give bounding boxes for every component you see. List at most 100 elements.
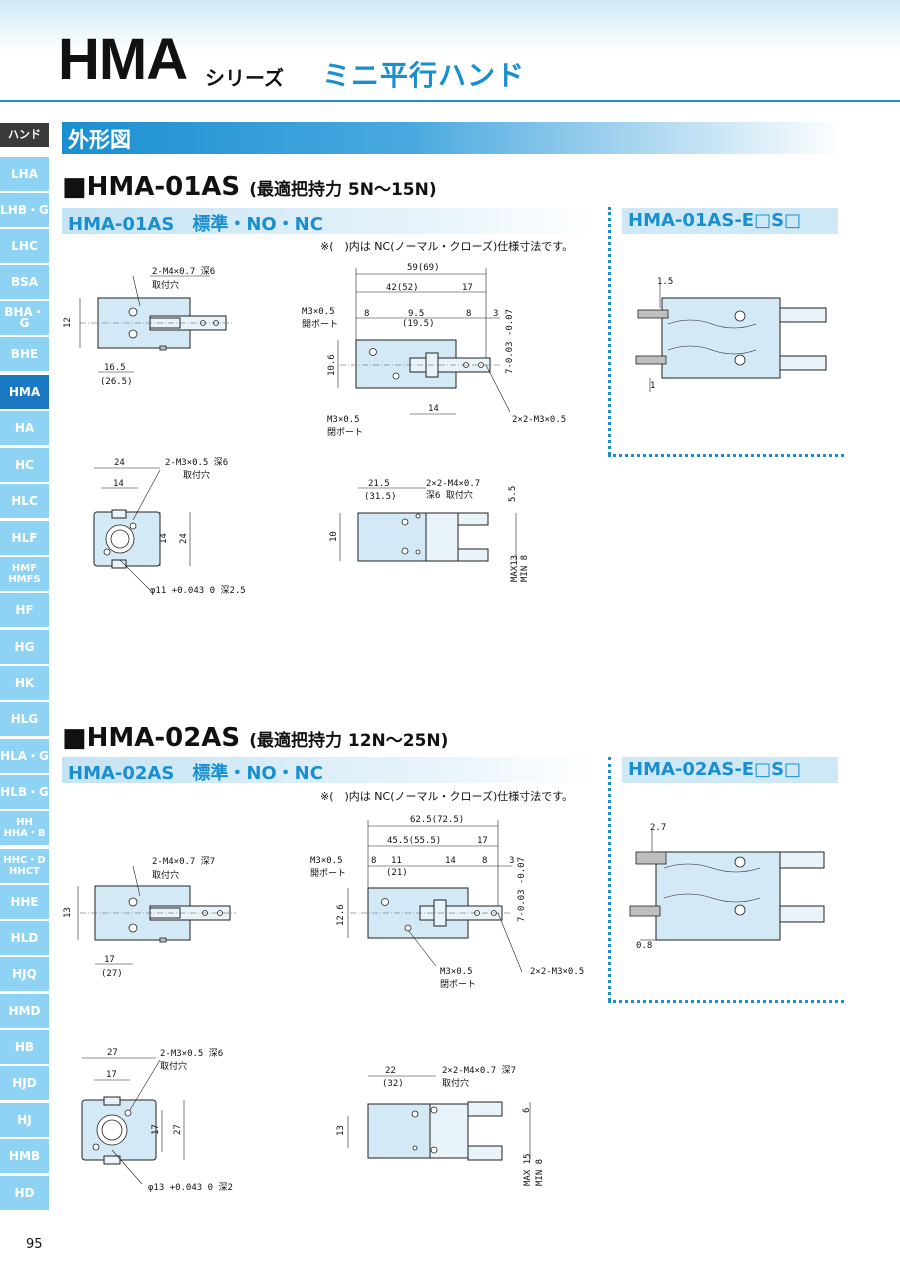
- end-24v-02: 27: [173, 1124, 183, 1135]
- side-95-01: 9.5: [408, 309, 424, 319]
- sidebar-item-6[interactable]: HMA: [0, 375, 49, 409]
- end-24-02: 27: [107, 1048, 118, 1058]
- std-subbar-02: HMA-02AS 標準・NO・NC: [62, 757, 596, 784]
- side-42-02: 45.5(55.5): [387, 836, 441, 846]
- bot-tap-02: 2×2-M4×0.7 深7: [442, 1065, 516, 1076]
- bot-tap2-01: 深6 取付穴: [426, 489, 473, 501]
- bot-max-01: MAX13: [510, 555, 520, 582]
- sidebar-item-22[interactable]: HJQ: [0, 957, 49, 991]
- bot-min-01: MIN 8: [520, 555, 530, 582]
- top-label2-02: 取付穴: [152, 869, 179, 881]
- port-open-02: M3×0.5: [310, 856, 343, 866]
- end-tap2-01: 取付穴: [183, 469, 210, 481]
- port-close2-01: 閉ポート: [327, 427, 363, 438]
- sidebar-item-2[interactable]: LHC: [0, 229, 49, 263]
- port-close2-02: 閉ポート: [440, 979, 476, 990]
- sidebar-item-12[interactable]: HF: [0, 593, 49, 627]
- side-195-01: (19.5): [402, 319, 435, 329]
- side-8a-02: 8: [371, 856, 376, 866]
- side-total-02: 62.5(72.5): [410, 815, 464, 825]
- sidebar-item-23[interactable]: HMD: [0, 994, 49, 1028]
- end-bore-01: φ11 +0.043 0 深2.5: [150, 585, 246, 596]
- sidebar-item-11[interactable]: HMF HMFS: [0, 557, 49, 591]
- sidebar-item-5[interactable]: BHE: [0, 337, 49, 371]
- sidebar-item-15[interactable]: HLG: [0, 702, 49, 736]
- dotted-divider-h-01: [608, 454, 844, 457]
- end-14-01: 14: [113, 479, 124, 489]
- side-tol-02: 7-0.03 -0.07: [517, 857, 527, 922]
- top-label-02: 2-M4×0.7 深7: [152, 856, 215, 867]
- nc-note-02: ※( )内は NC(ノーマル・クローズ)仕様寸法です。: [320, 790, 574, 803]
- sidebar-category: ハンド: [0, 123, 49, 147]
- end-bore-02: φ13 +0.043 0 深2: [148, 1182, 233, 1193]
- bot-215-01: 21.5: [368, 479, 390, 489]
- sidebar-item-0[interactable]: LHA: [0, 157, 49, 191]
- sidebar-item-7[interactable]: HA: [0, 411, 49, 445]
- sidebar-item-17[interactable]: HLB・G: [0, 775, 49, 809]
- side-view-01: [337, 268, 511, 415]
- side-3-01: 3: [493, 309, 498, 319]
- sidebar-item-21[interactable]: HLD: [0, 921, 49, 955]
- bottom-view-02: [347, 1075, 531, 1161]
- bot-tap-01: 2×2-M4×0.7: [426, 479, 480, 489]
- section-bar: [62, 122, 842, 154]
- opt-label-01: HMA-01AS-E□S□: [628, 210, 802, 231]
- sidebar-item-18[interactable]: HH HHA・B: [0, 811, 49, 845]
- side-17-02: 17: [477, 836, 488, 846]
- std-subbar-01: HMA-01AS 標準・NO・NC: [62, 208, 596, 235]
- side-tap-01: 2×2-M3×0.5: [512, 415, 566, 425]
- sidebar-item-26[interactable]: HJ: [0, 1103, 49, 1137]
- sidebar-item-14[interactable]: HK: [0, 666, 49, 700]
- side-h-02: 12.6: [336, 904, 346, 926]
- sidebar-item-27[interactable]: HMB: [0, 1139, 49, 1173]
- port-open2-02: 開ポート: [310, 868, 346, 879]
- opt-subbar-02: HMA-02AS-E□S□: [622, 757, 838, 783]
- opt-subbar-01: HMA-01AS-E□S□: [622, 208, 838, 234]
- side-8b-02: 8: [482, 856, 487, 866]
- opt-1-01: 1: [650, 381, 655, 391]
- sidebar-item-9[interactable]: HLC: [0, 484, 49, 518]
- side-total-01: 59(69): [407, 263, 440, 273]
- opt-view-01: [635, 284, 827, 392]
- sidebar-item-16[interactable]: HLA・G: [0, 739, 49, 773]
- end-tap-02: 2-M3×0.5 深6: [160, 1048, 223, 1059]
- sidebar-item-10[interactable]: HLF: [0, 521, 49, 555]
- bot-min-02: MIN 8: [535, 1159, 545, 1186]
- side-95-02: 11: [391, 856, 402, 866]
- sidebar-item-20[interactable]: HHE: [0, 885, 49, 919]
- model-heading-02: ■HMA-02AS (最適把持力 12N〜25N): [62, 723, 449, 753]
- sidebar-item-8[interactable]: HC: [0, 448, 49, 482]
- opt-label-02: HMA-02AS-E□S□: [628, 759, 802, 780]
- top-view-01: [79, 275, 232, 373]
- sidebar-item-1[interactable]: LHB・G: [0, 193, 49, 227]
- sidebar-item-13[interactable]: HG: [0, 630, 49, 664]
- sidebar-item-3[interactable]: BSA: [0, 265, 49, 299]
- bot-max-02: MAX 15: [523, 1153, 533, 1186]
- series-label: シリーズ: [205, 66, 284, 90]
- dotted-divider-v-01: [608, 207, 611, 455]
- model-heading-01: ■HMA-01AS (最適把持力 5N〜15N): [62, 172, 437, 202]
- top-h-02: 13: [63, 907, 73, 918]
- series-model-title: HMA: [58, 27, 188, 92]
- port-close-01: M3×0.5: [327, 415, 360, 425]
- end-view-01: [93, 467, 191, 591]
- sidebar-item-28[interactable]: HD: [0, 1176, 49, 1210]
- side-8a-01: 8: [364, 309, 369, 319]
- top-view-02: [77, 865, 236, 965]
- side-14-02: 14: [445, 856, 456, 866]
- side-tap-02: 2×2-M3×0.5: [530, 967, 584, 977]
- sidebar-item-19[interactable]: HHC・D HHCT: [0, 849, 49, 883]
- sidebar-item-25[interactable]: HJD: [0, 1066, 49, 1100]
- sidebar-item-24[interactable]: HB: [0, 1030, 49, 1064]
- sidebar-item-4[interactable]: BHA・G: [0, 301, 49, 335]
- port-open-01: M3×0.5: [302, 307, 335, 317]
- dotted-divider-v-02: [608, 757, 611, 1001]
- end-view-02: [81, 1057, 185, 1185]
- bot-315-02: (32): [382, 1079, 404, 1089]
- top-w2-01: (26.5): [100, 377, 133, 387]
- bot-tap2-02: 取付穴: [442, 1077, 469, 1089]
- header-band: [0, 0, 900, 52]
- series-subtitle: ミニ平行ハンド: [322, 59, 526, 92]
- header-rule: [0, 100, 900, 102]
